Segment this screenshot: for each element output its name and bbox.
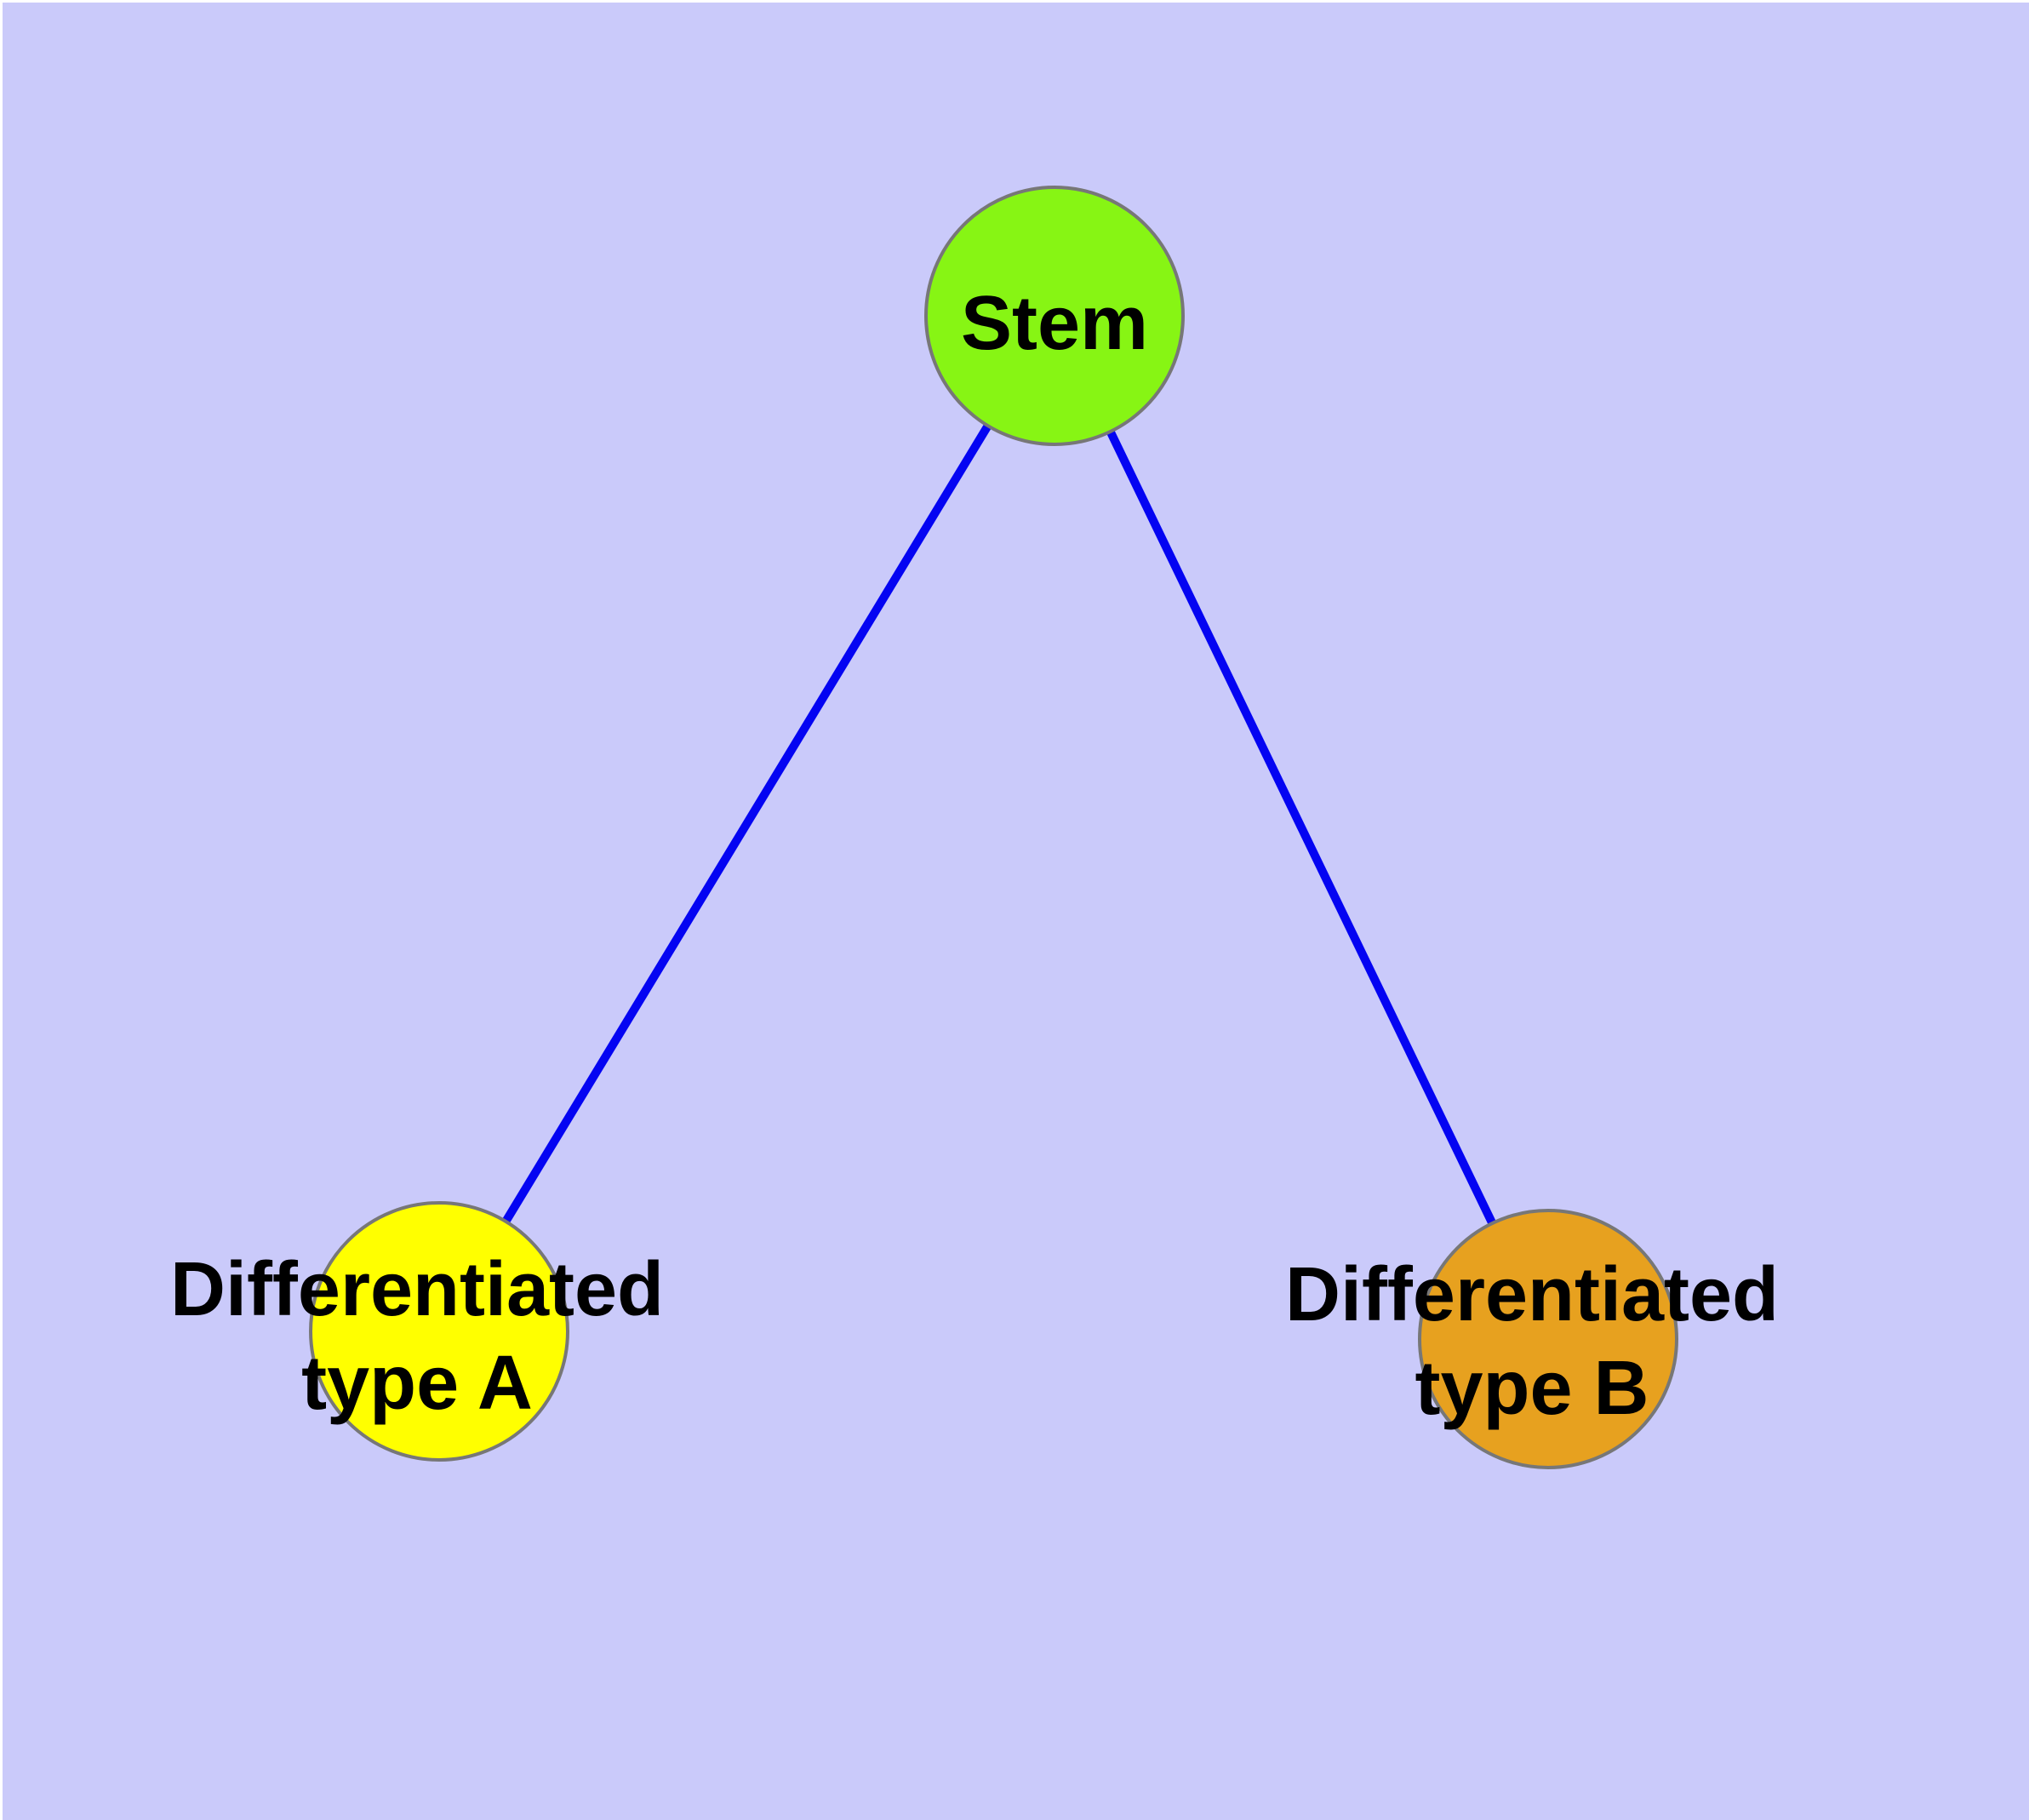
node-stem-circle[interactable] xyxy=(924,186,1185,446)
node-differentiated-type-a[interactable]: Differentiated type A xyxy=(170,1201,664,1462)
node-differentiated-type-b[interactable]: Differentiated type B xyxy=(1285,1209,1779,1469)
node-differentiated-type-a-label-line1: Differentiated xyxy=(170,1247,664,1332)
edge-stem-to-type-b[interactable] xyxy=(1050,313,1552,1342)
node-stem-label: Stem xyxy=(961,281,1148,366)
node-stem[interactable]: Stem xyxy=(924,186,1185,446)
node-differentiated-type-a-label-line2: type A xyxy=(301,1341,533,1426)
edge-stem-to-type-a[interactable] xyxy=(435,313,1059,1334)
node-differentiated-type-b-label-line1: Differentiated xyxy=(1285,1252,1779,1337)
node-differentiated-type-a-circle[interactable] xyxy=(309,1201,569,1462)
node-differentiated-type-b-circle[interactable] xyxy=(1418,1209,1678,1469)
node-differentiated-type-b-label-line2: type B xyxy=(1415,1346,1649,1431)
